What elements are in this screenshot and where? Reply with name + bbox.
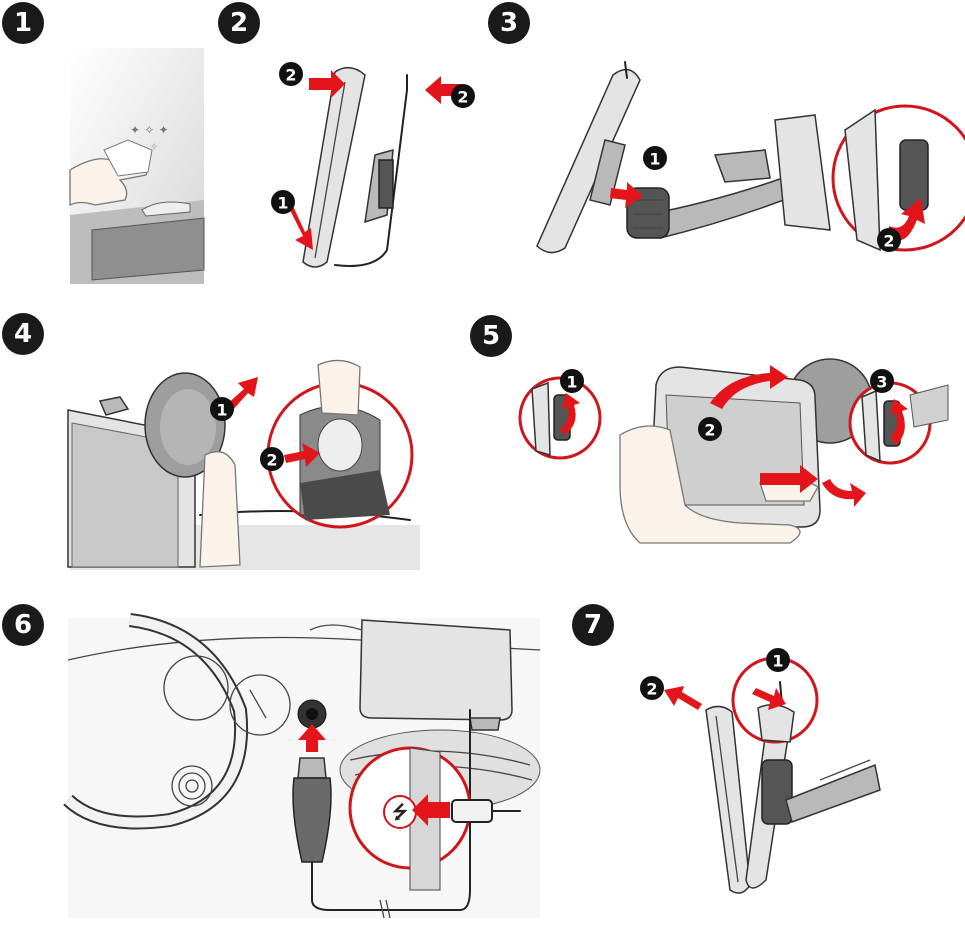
svg-text:1: 1 [649, 150, 660, 169]
svg-text:3: 3 [876, 373, 887, 392]
step-5-panel: 5 1 2 3 [470, 305, 965, 545]
callout-2: 2 [260, 447, 284, 471]
step-6-panel: 6 [0, 600, 545, 926]
zoom-detail: 2 [833, 106, 965, 252]
suction-mount [627, 115, 830, 238]
callout-1: 1 [210, 397, 234, 421]
svg-text:2: 2 [457, 88, 468, 107]
step-2-panel: 2 2 2 1 [215, 0, 480, 290]
callout-2: 2 [640, 676, 664, 700]
svg-text:1: 1 [216, 401, 227, 420]
svg-text:1: 1 [566, 373, 577, 392]
callout-1: 1 [271, 190, 295, 214]
step-4-illustration: 1 2 [0, 305, 420, 575]
svg-text:✦ ✧ ✦: ✦ ✧ ✦ [130, 123, 169, 137]
callout-3: 3 [870, 369, 894, 393]
step-3-panel: 3 1 2 [485, 0, 965, 290]
step-7-panel: 7 1 2 [570, 600, 965, 926]
step-3-illustration: 1 2 [485, 0, 965, 290]
callout-2-left: 2 [279, 62, 303, 86]
gps-device [706, 706, 750, 893]
gps-device [537, 62, 640, 253]
step-1-panel: 1 ✦ ✧ ✦ ✧ [0, 0, 210, 290]
step-2-illustration: 2 2 1 [215, 0, 480, 290]
car-socket [298, 700, 326, 728]
callout-1: 1 [560, 369, 584, 393]
callout-1: 1 [766, 648, 790, 672]
callout-2: 2 [698, 417, 722, 441]
svg-text:2: 2 [883, 232, 894, 251]
zoom-detail-left: 1 [520, 369, 600, 458]
step-5-illustration: 1 2 3 [470, 305, 965, 545]
usb-icon: ⭍ [384, 796, 416, 828]
svg-text:2: 2 [285, 66, 296, 85]
callout-2-right: 2 [451, 84, 475, 108]
zoom-detail [268, 360, 412, 527]
step-6-illustration: ⭍ [0, 600, 545, 926]
step-7-illustration: 1 2 [570, 600, 965, 926]
svg-text:2: 2 [266, 451, 277, 470]
svg-text:1: 1 [277, 194, 288, 213]
svg-text:✧: ✧ [150, 142, 158, 153]
svg-text:2: 2 [704, 421, 715, 440]
svg-text:2: 2 [646, 680, 657, 699]
step-1-illustration: ✦ ✧ ✦ ✧ [0, 0, 210, 290]
gps-device [303, 68, 365, 267]
step-4-panel: 4 1 2 [0, 305, 420, 575]
callout-2: 2 [877, 228, 901, 252]
svg-text:1: 1 [772, 652, 783, 671]
callout-1: 1 [643, 146, 667, 170]
svg-text:⭍: ⭍ [393, 802, 408, 823]
